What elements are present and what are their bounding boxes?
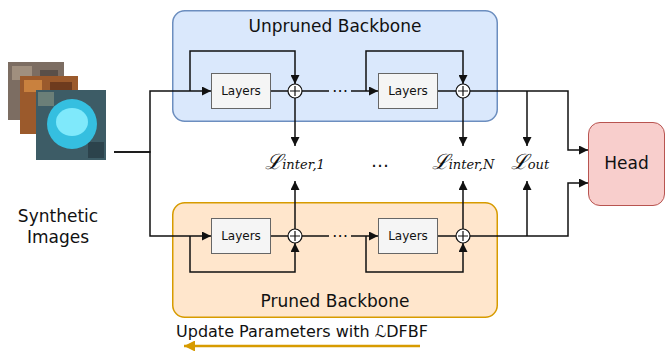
flow-arrow: [271, 90, 378, 92]
ellipsis: ⋯: [329, 226, 351, 245]
band-outline: [173, 203, 498, 318]
flow-arrow: [271, 235, 378, 237]
band-title: Pruned Backbone: [261, 291, 410, 312]
node-label: Layers: [221, 229, 261, 244]
adder-symbol: [456, 84, 470, 98]
update-note: Update Parameters with ℒDFBF: [176, 322, 428, 341]
adder-plus: [458, 86, 468, 96]
ellipsis: ⋯: [329, 81, 351, 100]
loss-tap: [526, 181, 528, 236]
image-texture: [38, 92, 54, 106]
node-label: Layers: [388, 229, 428, 244]
adder-circle: [288, 84, 302, 98]
image-tile: [36, 90, 106, 160]
layer-block: Layers: [211, 73, 271, 109]
adder-plus: [290, 231, 300, 241]
loss-tap: [462, 181, 464, 229]
adder-plus: [458, 231, 468, 241]
image-stack: [8, 62, 106, 160]
layer-block: Layers: [378, 218, 438, 254]
image-source: Synthetic Images: [2, 56, 114, 250]
band-outline: [173, 11, 498, 122]
loss-label: ℒout: [511, 150, 549, 175]
image-blob: [56, 108, 88, 136]
layer-block: Layers: [211, 218, 271, 254]
adder-circle: [456, 229, 470, 243]
head-box: Head: [588, 122, 665, 206]
backbone-band: Unpruned BackboneLayers Layers: [172, 10, 498, 122]
loss-label: ℒinter,N: [432, 150, 495, 175]
layer-block: Layers: [378, 73, 438, 109]
node-label: Layers: [388, 84, 428, 99]
ellipsis: …: [371, 150, 389, 172]
node-label: Layers: [221, 84, 261, 99]
adder-circle: [288, 229, 302, 243]
loss-label: ℒinter,1: [265, 150, 325, 175]
band-title: Unpruned Backbone: [249, 16, 422, 37]
node-label: Synthetic Images: [8, 206, 108, 249]
loss-tap: [462, 98, 464, 146]
node-label: Head: [604, 153, 648, 174]
loss-tap: [526, 91, 528, 146]
adder-symbol: [456, 229, 470, 243]
adder-symbol: [288, 229, 302, 243]
backbone-band: Pruned Backbone Layers Layers: [172, 202, 498, 318]
adder-plus: [290, 86, 300, 96]
update-arrow: [184, 345, 420, 348]
loss-tap: [294, 181, 296, 229]
image-texture: [88, 142, 104, 158]
image-blob: [47, 99, 97, 149]
loss-tap: [294, 98, 296, 146]
adder-circle: [456, 84, 470, 98]
adder-symbol: [288, 84, 302, 98]
